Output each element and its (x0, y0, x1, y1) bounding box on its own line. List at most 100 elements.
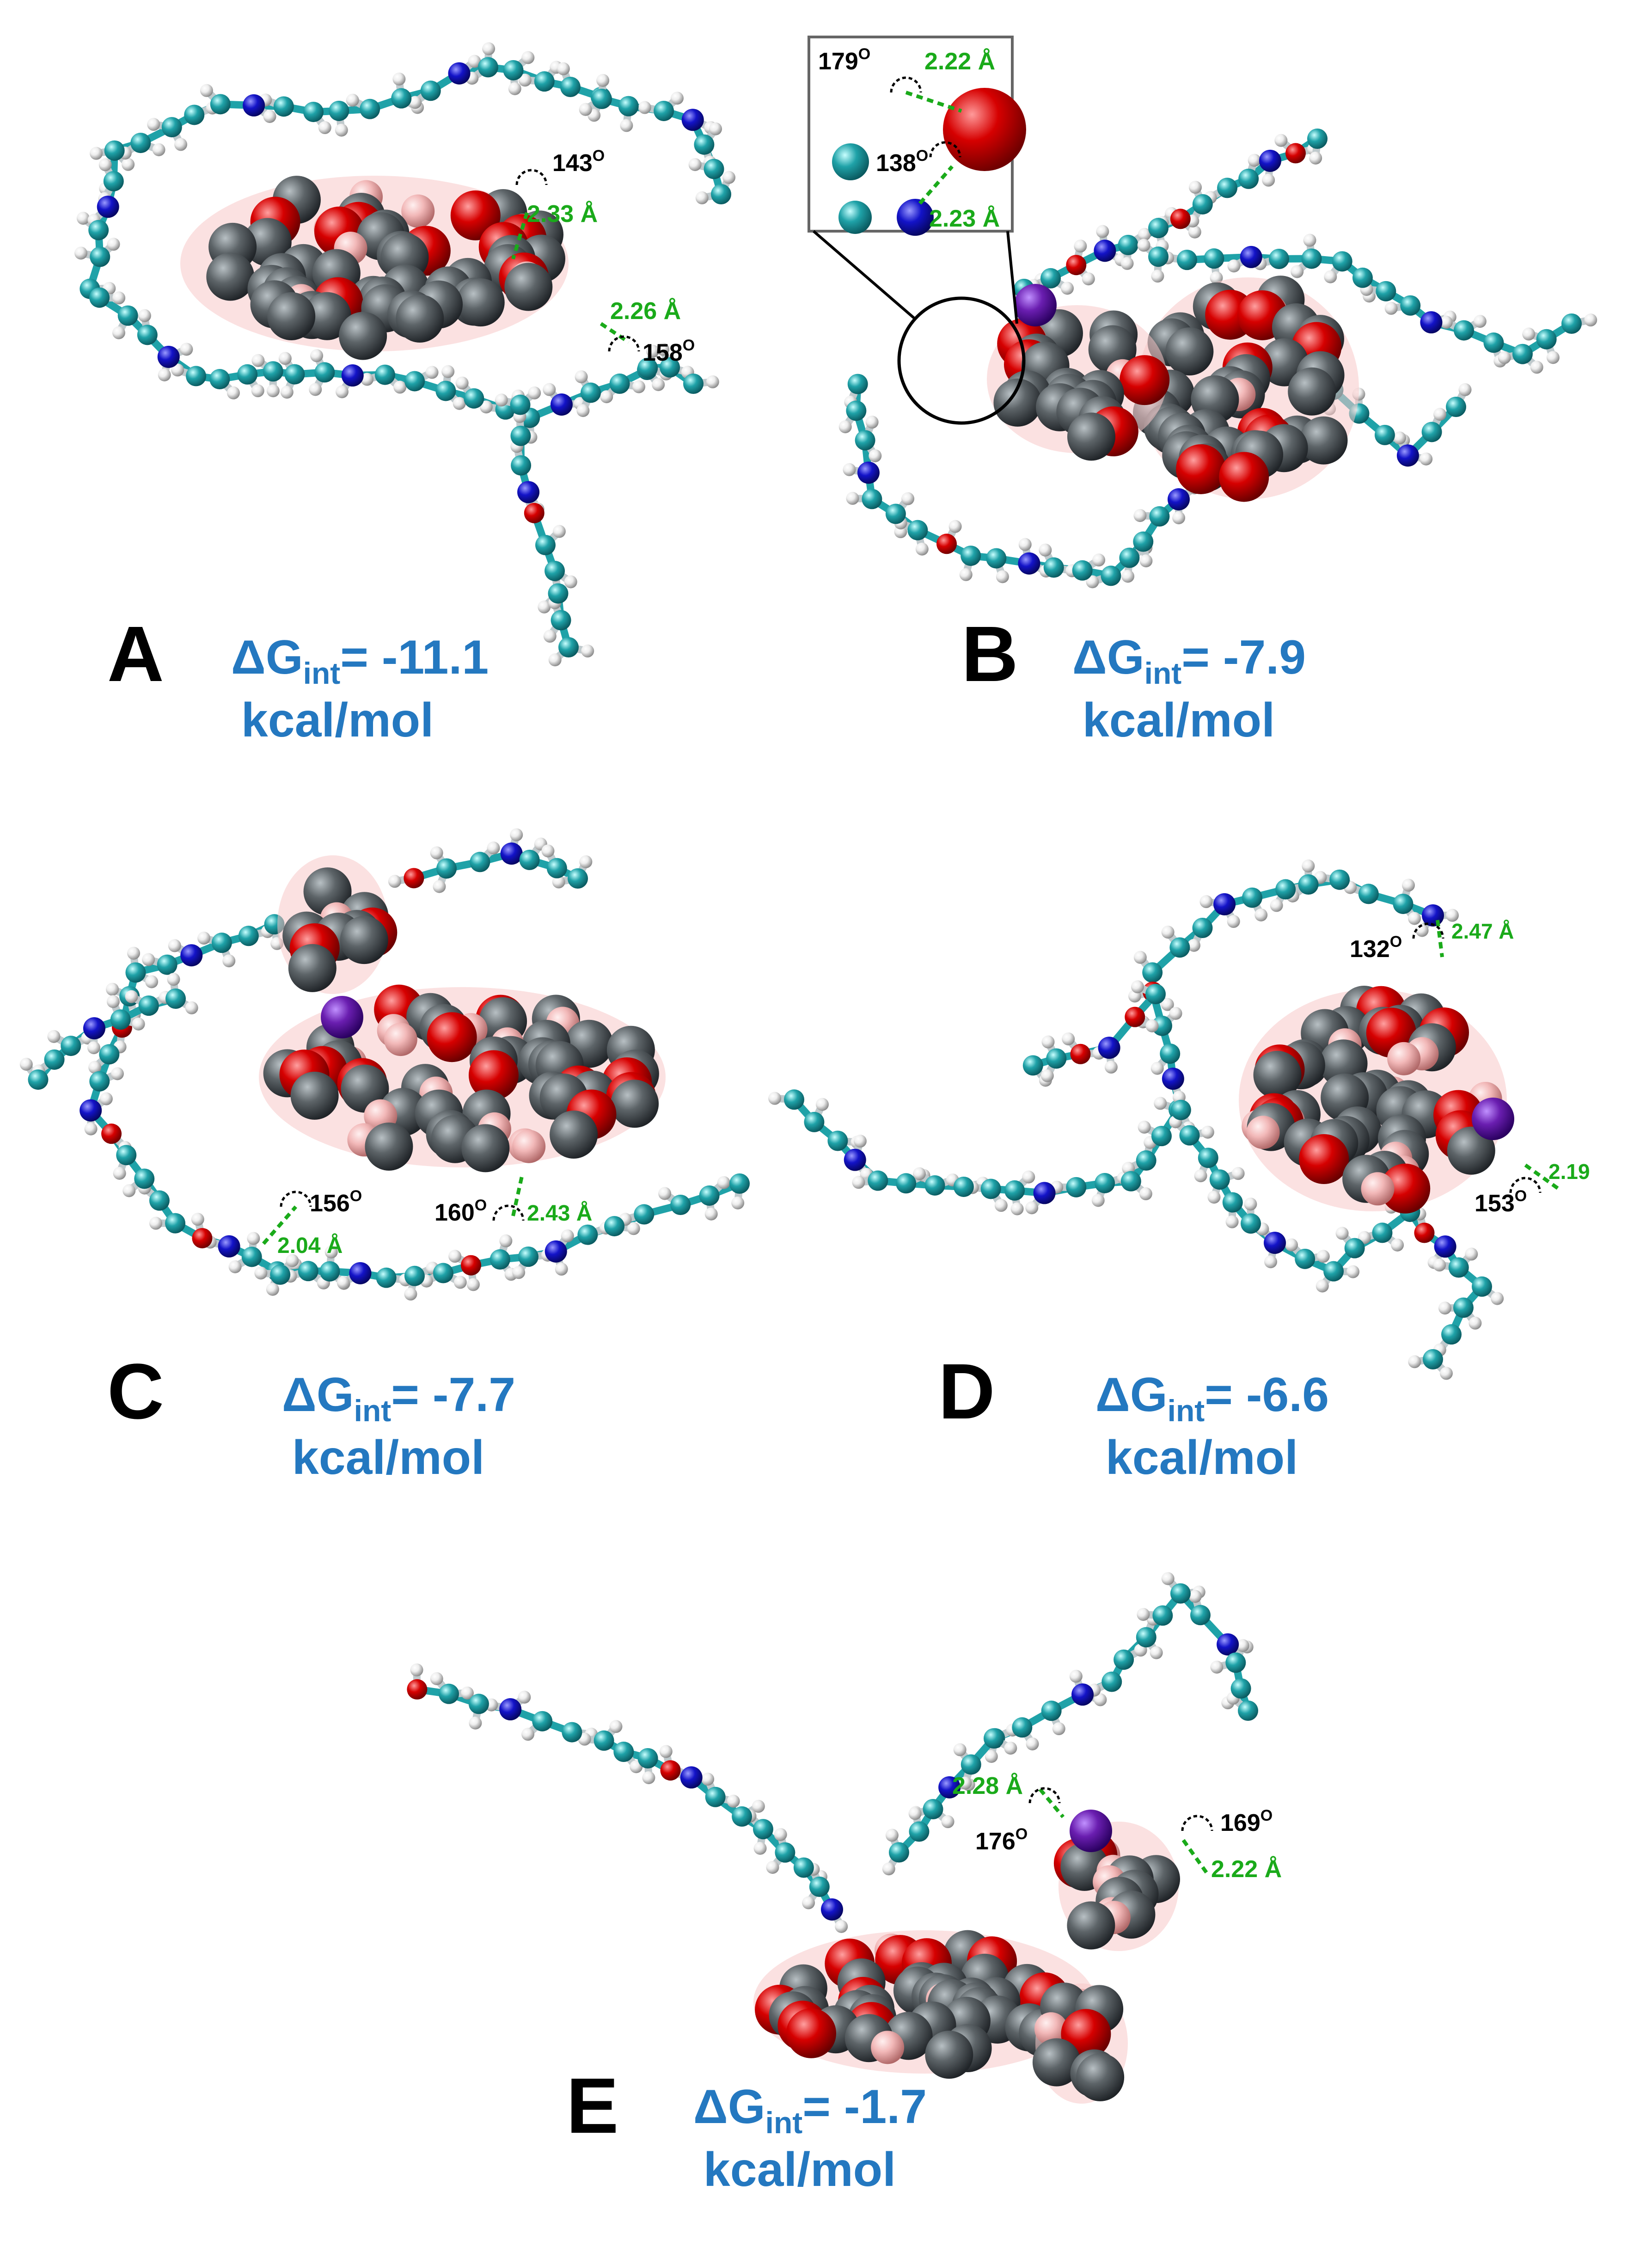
hydrogen-atom (1187, 939, 1200, 952)
hydrogen-atom (430, 1672, 443, 1685)
drug-hydrogen-atom (1034, 2012, 1068, 2046)
angle-arc (1412, 922, 1444, 939)
hydrogen-atom (1069, 1670, 1083, 1683)
nitrogen-atom (938, 1776, 961, 1798)
carbon-atom (263, 361, 283, 382)
energy-unit: kcal/mol (703, 2143, 896, 2197)
interaction-energy-e: ΔGint= -1.7 kcal/mol (693, 2078, 927, 2199)
carbon-atom (360, 98, 380, 119)
hydrogen-atom (1465, 1247, 1478, 1261)
hydrogen-atom (441, 365, 455, 378)
drug-carbon-atom (365, 1122, 413, 1171)
iodine-atom (1472, 1098, 1514, 1140)
hydrogen-atom (1145, 1019, 1159, 1032)
carbon-atom (1145, 984, 1166, 1004)
hydrogen-atom (47, 1030, 61, 1043)
carbon-atom (436, 858, 457, 879)
hydrogen-atom (1188, 1590, 1202, 1603)
hydrogen-atom (1419, 452, 1433, 466)
carbon-atom (125, 962, 146, 983)
hydrogen-atom (564, 575, 577, 589)
hydrogen-atom (1161, 926, 1175, 939)
hydrogen-atom (722, 171, 736, 184)
hydrogen-atom (335, 385, 349, 399)
hydrogen-atom (404, 1287, 417, 1301)
nitrogen-atom (857, 461, 880, 484)
carbon-atom (1148, 246, 1169, 267)
hydrogen-atom (959, 568, 973, 581)
oxygen-atom (1125, 1007, 1145, 1027)
hydrogen-atom (1408, 912, 1421, 925)
hydrogen-atom (1324, 270, 1337, 283)
hydrogen-atom (1270, 899, 1283, 912)
hydrogen-atom (99, 1092, 113, 1105)
distance-label: 2.19 (1548, 1160, 1590, 1184)
hydrogen-atom (479, 400, 493, 414)
oxygen-atom (404, 868, 424, 889)
hydrogen-atom (731, 1196, 745, 1209)
hydrogen-atom (1010, 1202, 1024, 1215)
carbon-atom (827, 1130, 848, 1151)
drug-carbon-atom (1165, 327, 1214, 376)
carbon-atom (1376, 281, 1396, 301)
hydrogen-atom (596, 74, 610, 87)
panel-label-b: B (961, 610, 1018, 698)
carbon-atom (562, 1722, 582, 1743)
hydrogen-atom (1445, 908, 1459, 922)
panel-label-c: C (107, 1348, 164, 1436)
hydrogen-atom (361, 373, 374, 386)
hydrogen-atom (309, 383, 322, 396)
hydrogen-atom (1491, 1292, 1504, 1305)
carbon-atom (90, 246, 110, 267)
carbon-atom (1301, 248, 1322, 269)
carbon-atom (862, 489, 882, 509)
angle-label: 160O (434, 1197, 487, 1226)
carbon-atom (855, 430, 875, 451)
hydrogen-atom (670, 92, 684, 105)
nitrogen-atom (218, 1235, 240, 1258)
carbon-atom (560, 76, 581, 97)
hydrogen-atom (1433, 408, 1447, 421)
carbon-atom (1441, 1324, 1462, 1345)
drug-carbon-atom (396, 294, 444, 343)
carbon-atom (134, 1168, 155, 1189)
nitrogen-atom (80, 1099, 102, 1122)
nitrogen-atom (1213, 893, 1236, 915)
carbon-atom (1423, 1349, 1443, 1369)
distance-label: 2.43 Å (527, 1201, 592, 1226)
hydrogen-atom (1040, 1069, 1054, 1082)
carbon-atom (896, 1173, 917, 1194)
angle-label: 156O (310, 1187, 362, 1217)
carbon-atom (1275, 879, 1296, 900)
carbon-atom (604, 1216, 625, 1237)
hydrogen-atom (200, 84, 213, 97)
hydrogen-atom (1227, 259, 1241, 273)
hydrogen-atom (581, 645, 594, 658)
carbon-atom (1242, 887, 1263, 908)
carbon-atom (593, 1730, 614, 1751)
carbon-atom (907, 520, 928, 540)
distance-label: 2.33 Å (527, 201, 598, 227)
iodine-atom (321, 996, 363, 1038)
carbon-atom (439, 1683, 459, 1704)
distance-label: 2.22 Å (924, 48, 995, 75)
hydrogen-atom (548, 653, 562, 667)
carbon-atom (237, 364, 258, 385)
carbon-atom (1192, 194, 1213, 215)
carbon-atom (88, 220, 109, 240)
hydrogen-atom (1439, 1367, 1453, 1380)
hydrogen-atom (251, 384, 264, 398)
hydrogen-atom (346, 93, 359, 107)
hydrogen-atom (541, 844, 555, 858)
nitrogen-atom (1071, 1683, 1094, 1706)
drug-hydrogen-atom (1387, 1042, 1421, 1075)
hydrogen-atom (1096, 225, 1109, 238)
hydrogen-atom (453, 1276, 467, 1289)
hydrogen-atom (706, 375, 719, 388)
hydrogen-bond-line (1436, 920, 1444, 958)
hydrogen-atom (286, 1254, 299, 1267)
hydrogen-atom (518, 74, 532, 87)
hydrogen-atom (552, 525, 566, 538)
carbon-atom (909, 1821, 930, 1842)
